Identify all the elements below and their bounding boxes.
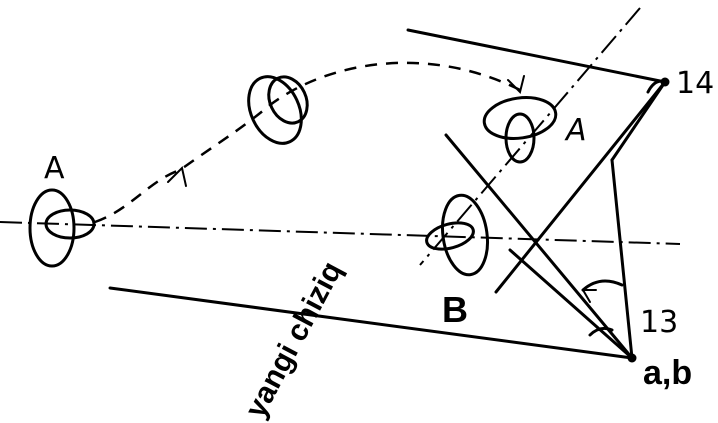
figure-center-b [425, 193, 489, 277]
label-point-13: 13 [640, 305, 678, 340]
point-ab-dot [627, 353, 637, 363]
trajectory-arrow-end [507, 75, 525, 94]
horizontal-axis-line [0, 221, 681, 245]
figure-mid [247, 75, 309, 145]
label-new-line: yangi chiziq [239, 256, 349, 423]
line-14-to-13 [610, 80, 667, 162]
label-b: B [442, 289, 468, 330]
angle-arc-small [588, 326, 614, 337]
label-point-14: 14 [676, 66, 714, 101]
trajectory-arrow-mid [167, 166, 187, 187]
label-a-right: A [564, 113, 587, 148]
line-to-ab [444, 133, 634, 360]
line-ab-inner [508, 248, 634, 360]
figure-right-top [482, 96, 558, 164]
figure-left [28, 188, 96, 268]
angle-arrow-tip [582, 289, 597, 303]
line-13-vertical [610, 158, 634, 360]
trajectory-curve [94, 61, 521, 224]
label-a-left: A [44, 151, 65, 186]
top-boundary-line [406, 28, 667, 84]
bottom-boundary-line [108, 286, 634, 360]
point-14-dot [660, 77, 670, 87]
angle-arc-large [581, 279, 624, 292]
line-14-diagonal [494, 80, 667, 294]
label-point-ab: a,b [643, 354, 692, 392]
